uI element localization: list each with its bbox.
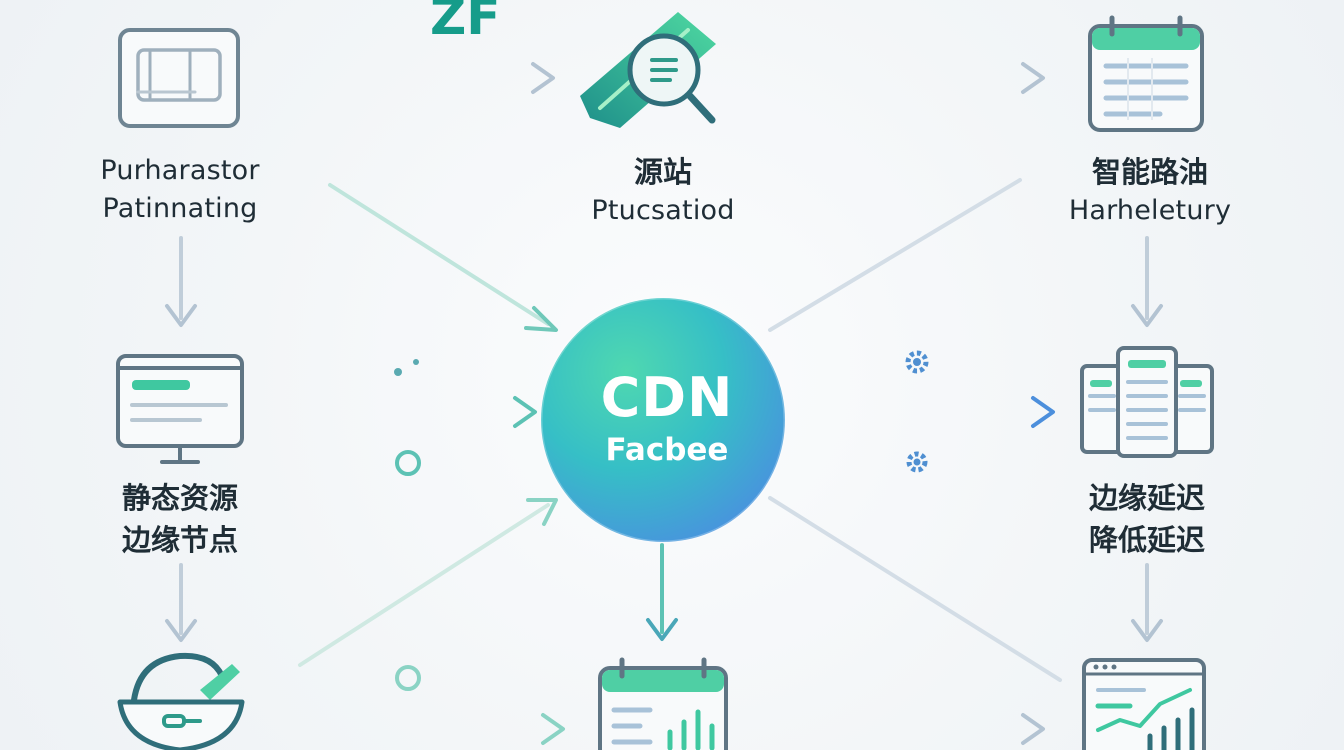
node-label-top-right-1: 智能路油 — [1091, 155, 1208, 189]
ring-dot — [395, 665, 421, 691]
arrow-left-down-1 — [165, 236, 197, 327]
panel-icon — [118, 28, 240, 128]
arrows — [165, 62, 1163, 745]
top-logo-text: ZF — [430, 0, 501, 46]
arrow-diagonal-top-left-to-hub — [328, 183, 558, 332]
decorations — [394, 350, 929, 691]
ring-dot — [395, 450, 421, 476]
node-label-top-center-2: Ptucsatiod — [591, 195, 735, 226]
arrow-top-center-to-right — [756, 62, 1045, 94]
monitor-icon — [116, 354, 244, 464]
gear-icon — [905, 350, 929, 374]
gear-icon — [906, 451, 928, 473]
search-tag-icon — [580, 12, 716, 128]
arrow-bottom-left-to-center — [270, 713, 565, 745]
server-rack-icon — [1080, 346, 1214, 458]
node-label-top-center-1: 源站 — [633, 155, 692, 189]
node-label-mid-left-2: 边缘节点 — [121, 523, 238, 557]
dot — [413, 359, 419, 365]
hub-subtitle: Facbee — [605, 432, 729, 468]
arrow-hub-to-mid-right — [788, 396, 1055, 428]
arrow-left-down-2 — [165, 563, 197, 642]
arrow-diagonal-bottom-left-to-hub — [298, 498, 558, 667]
line-diagonal-top-right-to-hub — [768, 178, 1022, 332]
dot — [394, 368, 402, 376]
arrow-hub-down — [646, 543, 678, 641]
arrow-right-down-2 — [1131, 563, 1163, 642]
node-label-top-right-2: Harheletury — [1068, 195, 1232, 226]
calendar-chart-icon — [598, 657, 728, 750]
dashboard-chart-icon — [1082, 658, 1206, 750]
node-label-top-left-1: Purharastor — [100, 155, 260, 186]
cdn-hub — [539, 296, 787, 544]
line-diagonal-hub-to-bottom-right — [768, 496, 1062, 682]
arrow-top-left-to-center — [270, 62, 555, 94]
node-label-mid-right-1: 边缘延迟 — [1088, 481, 1205, 515]
bowl-icon — [117, 652, 245, 750]
arrow-mid-left-to-hub — [270, 396, 537, 428]
arrow-right-down-1 — [1131, 236, 1163, 327]
hub-title: CDN — [600, 366, 734, 429]
node-label-mid-right-2: 降低延迟 — [1088, 523, 1205, 557]
node-label-top-left-2: Patinnating — [102, 193, 258, 224]
arrow-bottom-center-to-right — [758, 713, 1045, 745]
calendar-table-icon — [1088, 15, 1204, 132]
node-label-mid-left-1: 静态资源 — [121, 481, 238, 515]
